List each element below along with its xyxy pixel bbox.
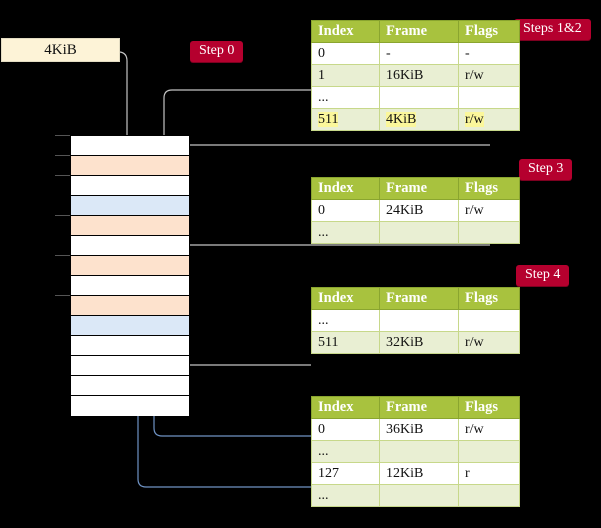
memory-frame-row bbox=[71, 136, 189, 156]
table-cell-flags bbox=[458, 86, 520, 109]
table-header-frame: Frame bbox=[379, 396, 459, 419]
table-header-index: Index bbox=[311, 287, 380, 310]
table-cell-index: 1 bbox=[311, 64, 380, 87]
table-cell-index: 511 bbox=[311, 108, 380, 131]
step-badge-label: Step 0 bbox=[199, 43, 235, 58]
table-cell-frame bbox=[379, 440, 459, 463]
memory-frame-row bbox=[71, 176, 189, 196]
table-cell-flags: r/w bbox=[458, 108, 520, 131]
table-cell-frame: 36KiB bbox=[379, 418, 459, 441]
table-row: ... bbox=[311, 221, 520, 244]
table-header-index: Index bbox=[311, 396, 380, 419]
table-header-flags: Flags bbox=[458, 20, 520, 43]
table-header-frame: Frame bbox=[379, 177, 459, 200]
table-cell-frame: 4KiB bbox=[379, 108, 459, 131]
table-row: ... bbox=[311, 309, 520, 332]
virtual-address-label: 4KiB bbox=[44, 41, 77, 58]
table-header-flags: Flags bbox=[458, 287, 520, 310]
connector-vaddr-to-mem bbox=[119, 51, 135, 149]
step-badge-step-0: Step 0 bbox=[190, 41, 244, 62]
step-badge-step-3: Step 3 bbox=[519, 159, 573, 180]
memory-frame-tick bbox=[55, 295, 70, 296]
table-cell-flags: - bbox=[458, 42, 520, 65]
table-cell-index: ... bbox=[311, 484, 380, 507]
table-cell-flags bbox=[458, 440, 520, 463]
memory-frame-row bbox=[71, 296, 189, 316]
memory-frame-row bbox=[71, 396, 189, 416]
table-header-flags: Flags bbox=[458, 396, 520, 419]
table-cell-frame: 24KiB bbox=[379, 199, 459, 222]
table-cell-frame: 16KiB bbox=[379, 64, 459, 87]
step-badge-label: Steps 1&2 bbox=[523, 21, 582, 36]
table-header-index: Index bbox=[311, 20, 380, 43]
memory-frame-tick bbox=[55, 255, 70, 256]
table-cell-flags: r/w bbox=[458, 331, 520, 354]
virtual-address-box: 4KiB bbox=[1, 38, 120, 62]
table-header-flags: Flags bbox=[458, 177, 520, 200]
physical-memory-column bbox=[70, 135, 190, 416]
table-cell-flags bbox=[458, 484, 520, 507]
step-badge-label: Step 3 bbox=[528, 161, 564, 176]
table-cell-frame: 12KiB bbox=[379, 462, 459, 485]
table-row: 0-- bbox=[311, 42, 520, 65]
table-cell-flags bbox=[458, 221, 520, 244]
memory-frame-row bbox=[71, 196, 189, 216]
step-badge-label: Step 4 bbox=[525, 267, 561, 282]
table-cell-flags bbox=[458, 309, 520, 332]
table-row: ... bbox=[311, 86, 520, 109]
table-header-frame: Frame bbox=[379, 20, 459, 43]
memory-frame-row bbox=[71, 376, 189, 396]
table-cell-flags: r bbox=[458, 462, 520, 485]
table-row: ... bbox=[311, 484, 520, 507]
memory-frame-row bbox=[71, 256, 189, 276]
table-cell-index: 0 bbox=[311, 42, 380, 65]
step-badge-step-4: Step 4 bbox=[516, 265, 570, 286]
memory-frame-tick bbox=[55, 215, 70, 216]
table-cell-index: 0 bbox=[311, 199, 380, 222]
table-cell-frame: 32KiB bbox=[379, 331, 459, 354]
table-cell-flags: r/w bbox=[458, 418, 520, 441]
step-badge-steps-1-2: Steps 1&2 bbox=[514, 19, 591, 40]
table-cell-flags: r/w bbox=[458, 64, 520, 87]
table-cell-index: ... bbox=[311, 440, 380, 463]
table-cell-index: 127 bbox=[311, 462, 380, 485]
table-cell-index: ... bbox=[311, 86, 380, 109]
table-cell-index: 511 bbox=[311, 331, 380, 354]
table-cell-frame bbox=[379, 484, 459, 507]
memory-frame-row bbox=[71, 156, 189, 176]
table-header-index: Index bbox=[311, 177, 380, 200]
memory-frame-tick bbox=[55, 175, 70, 176]
table-row: ... bbox=[311, 440, 520, 463]
table-cell-frame bbox=[379, 86, 459, 109]
memory-frame-row bbox=[71, 216, 189, 236]
table-cell-frame bbox=[379, 309, 459, 332]
memory-frame-tick bbox=[55, 155, 70, 156]
memory-frame-row bbox=[71, 276, 189, 296]
memory-frame-row bbox=[71, 336, 189, 356]
memory-frame-row bbox=[71, 316, 189, 336]
table-cell-index: ... bbox=[311, 221, 380, 244]
table-cell-frame bbox=[379, 221, 459, 244]
memory-frame-row bbox=[71, 236, 189, 256]
table-cell-index: 0 bbox=[311, 418, 380, 441]
memory-frame-tick bbox=[55, 135, 70, 136]
table-cell-frame: - bbox=[379, 42, 459, 65]
table-header-frame: Frame bbox=[379, 287, 459, 310]
table-cell-index: ... bbox=[311, 309, 380, 332]
table-cell-flags: r/w bbox=[458, 199, 520, 222]
memory-frame-row bbox=[71, 356, 189, 376]
